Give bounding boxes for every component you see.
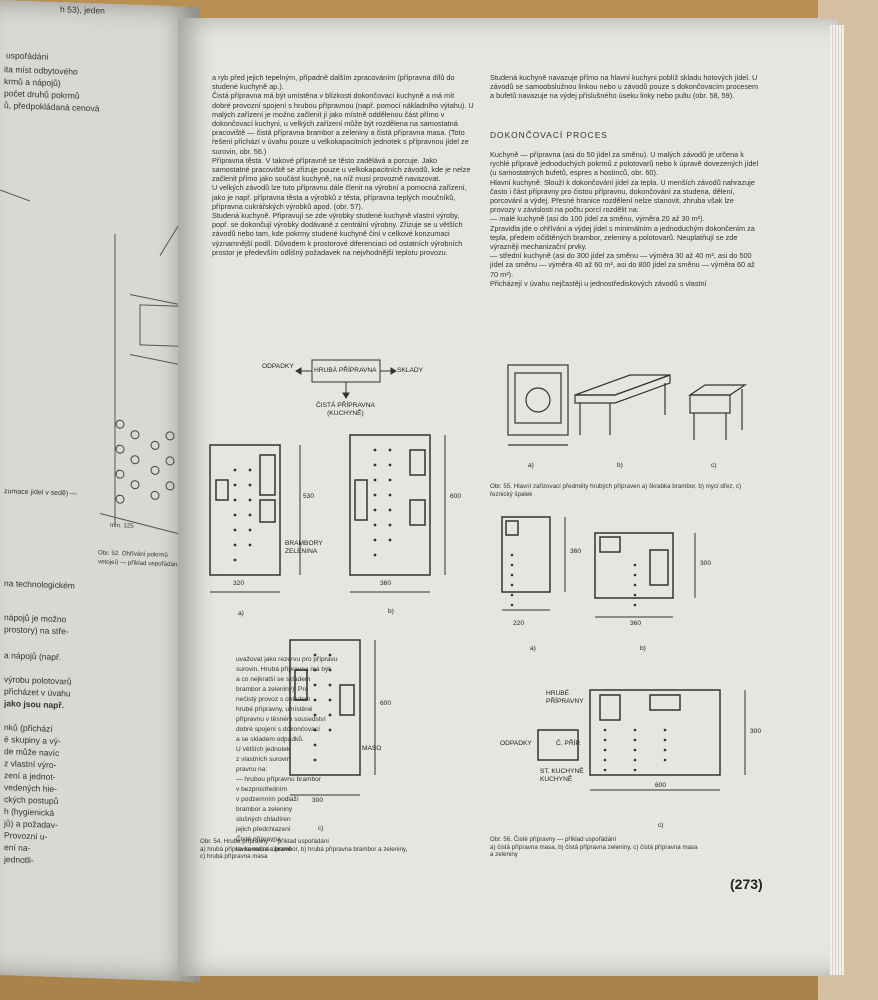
flow-bottom-label: ČISTÁ PŘÍPRAVNA (KUCHYNĚ) bbox=[316, 402, 375, 417]
left-page: h 53), jeden uspořádání ita míst odbytov… bbox=[0, 0, 200, 982]
left-line: na technologickém bbox=[4, 578, 75, 591]
left-line: ení na- bbox=[4, 842, 31, 854]
right-page bbox=[178, 18, 838, 976]
left-line: zení a jednot- bbox=[4, 770, 56, 782]
flow-top-label: HRUBÉ PŘÍPRAVNY bbox=[546, 690, 584, 705]
column-2-intro: Studená kuchyně navazuje přímo na hlavní… bbox=[490, 73, 761, 101]
dim-label: 320 bbox=[233, 580, 245, 587]
column-2-body: Kuchyně — přípravna (asi do 50 jídel za … bbox=[490, 150, 759, 288]
left-line: ckých postupů bbox=[4, 794, 59, 807]
left-line: a nápojů (např. bbox=[4, 650, 62, 663]
dim-label: 600 bbox=[450, 493, 462, 500]
sub-label: c) bbox=[658, 822, 664, 829]
left-line: vedených hie- bbox=[4, 782, 57, 794]
dim-label: 360 bbox=[380, 580, 392, 587]
dim-label: 300 bbox=[700, 560, 712, 567]
fig55-caption: Obr. 55. Hlavní zařizovací předměty hrub… bbox=[490, 483, 743, 498]
page-edge bbox=[830, 25, 844, 975]
column-3-text: uvažovat jako rezervu pro přípravu surov… bbox=[236, 656, 338, 853]
left-line: krmů a nápojů) bbox=[4, 76, 61, 89]
flow-right-label: SKLADY bbox=[397, 367, 424, 374]
dim-label: 530 bbox=[303, 493, 315, 500]
left-floor-plan bbox=[0, 189, 191, 538]
sub-label: b) bbox=[640, 645, 646, 652]
flow-bottom-label: ST. KUCHYNĚ KUCHYNĚ bbox=[540, 768, 584, 783]
column-1-text: a ryb před jejich tepelným, případně dal… bbox=[212, 73, 474, 257]
left-line: de může navíc bbox=[4, 746, 60, 759]
left-line: prostory) na stře- bbox=[4, 624, 69, 637]
sub-label: a) bbox=[238, 610, 244, 617]
area-label: MASO bbox=[362, 745, 382, 752]
left-caption: vetojeí) — příklad uspořádání bbox=[98, 558, 180, 569]
fig54-caption: Obr. 54. Hrubé přípravny — příklad uspoř… bbox=[200, 838, 408, 861]
fig-hrube-pripravny bbox=[209, 359, 446, 796]
left-line: Provozní u- bbox=[4, 830, 48, 842]
dim-label: 600 bbox=[655, 782, 667, 789]
sub-label: a) bbox=[530, 645, 536, 652]
area-label: BRAMBORY ZELENINA bbox=[285, 540, 323, 555]
left-line: é skupiny a vý- bbox=[4, 734, 61, 747]
fig-ciste-pripravny bbox=[501, 516, 746, 791]
flow-left-label: ODPADKY bbox=[500, 740, 532, 747]
left-line: h (hygienická bbox=[4, 806, 55, 818]
dim-label: 600 bbox=[380, 700, 392, 707]
dim-label: 300 bbox=[312, 797, 324, 804]
sub-label: b) bbox=[388, 608, 394, 615]
fig56-caption: Obr. 56. Čisté přípravny — příklad uspoř… bbox=[490, 836, 698, 859]
left-line: jednotli- bbox=[4, 854, 34, 866]
left-line: jako jsou např. bbox=[4, 698, 64, 711]
left-line: z vlastní výro- bbox=[4, 758, 57, 770]
dim-label: 300 bbox=[750, 728, 762, 735]
left-line: h 53), jeden bbox=[60, 4, 105, 16]
sub-label: c) bbox=[711, 462, 717, 469]
left-line: jů) a požadav- bbox=[4, 818, 58, 831]
flow-left-label: ODPADKY bbox=[262, 363, 294, 370]
sub-label: a) bbox=[528, 462, 534, 469]
section-heading: DOKONČOVACÍ PROCES bbox=[490, 130, 608, 140]
fig-equipment bbox=[507, 364, 747, 446]
sub-label: c) bbox=[318, 825, 324, 832]
left-line: uspořádání bbox=[6, 50, 49, 62]
dim-label: 360 bbox=[630, 620, 642, 627]
dim-label: 360 bbox=[570, 548, 582, 555]
flow-top-label: HRUBÁ PŘÍPRAVNA bbox=[314, 367, 377, 374]
sub-label: b) bbox=[617, 462, 623, 469]
left-line: nků (přichází bbox=[4, 722, 53, 734]
left-dim-label: min. 125 bbox=[110, 521, 134, 530]
left-line: ů, předpokládaná cenová bbox=[4, 100, 100, 114]
dim-label: 220 bbox=[513, 620, 525, 627]
page-number: (273) bbox=[730, 876, 763, 892]
flow-center-label: Č. PŘÍP. bbox=[556, 740, 581, 747]
